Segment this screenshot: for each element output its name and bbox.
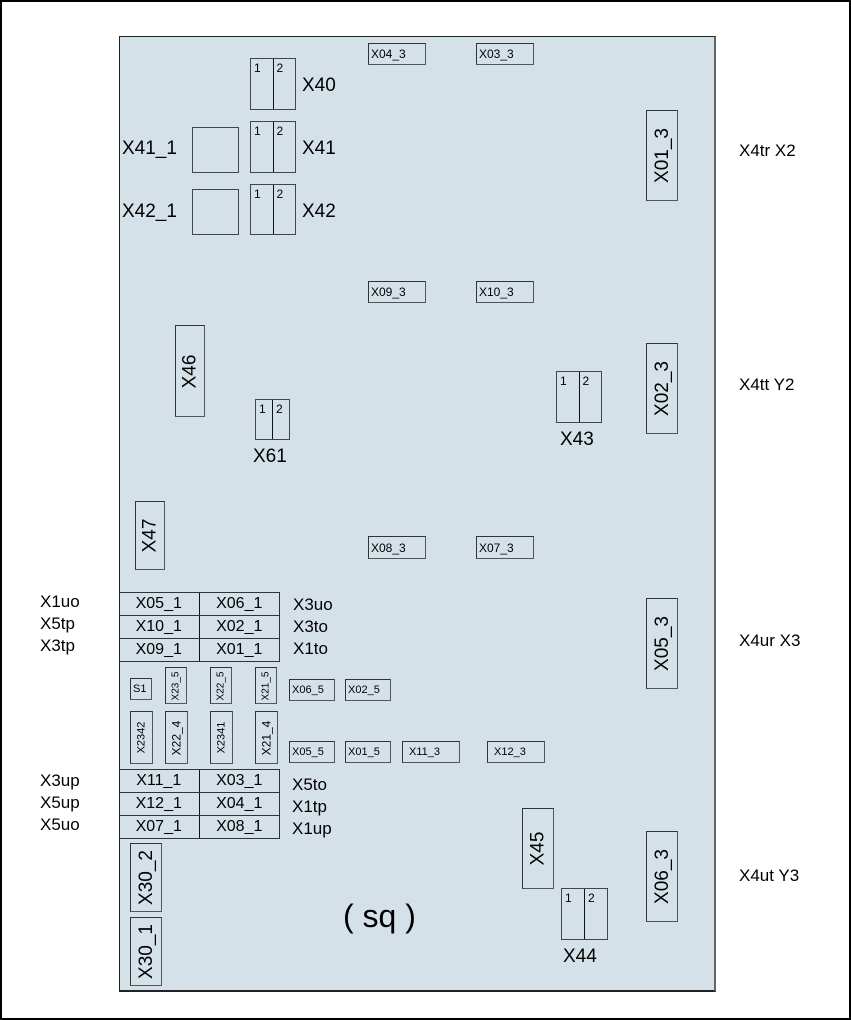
grid-row: X12_1 X04_1 (119, 792, 279, 815)
connector-x04-3: X04_3 (368, 43, 426, 65)
grid-row: X09_1 X01_1 (119, 638, 279, 662)
side-label-x4ur: X4ur X3 (739, 631, 801, 650)
grid-label-x3to: X3to (293, 617, 328, 636)
connector-grid-top: X05_1 X06_1 X10_1 X02_1 X09_1 X01_1 (119, 592, 280, 662)
connector-x43: 1 2 (556, 371, 602, 423)
side-label-x3up: X3up (40, 771, 80, 790)
square-x41-1 (192, 127, 239, 173)
label-x41-1: X41_1 (122, 138, 177, 159)
grid-row: X11_1 X03_1 (119, 769, 279, 792)
side-label-x4tr: X4tr X2 (739, 141, 796, 160)
square-x42-1 (192, 189, 239, 235)
connector-x02-3: X02_3 (646, 343, 678, 434)
connector-x61: 1 2 (255, 399, 290, 440)
connector-x08-3: X08_3 (368, 536, 426, 559)
connector-x02-5: X02_5 (345, 679, 391, 701)
connector-x05-3: X05_3 (646, 598, 678, 689)
side-label-x1uo: X1uo (40, 592, 80, 611)
grid-cell: X05_1 (135, 595, 182, 612)
connector-x46: X46 (175, 325, 205, 417)
connector-x10-3: X10_3 (476, 281, 534, 303)
grid-cell: X12_1 (135, 795, 182, 812)
connector-x11-3: X11_3 (402, 741, 460, 763)
connector-x22-5: X22_5 (210, 667, 232, 704)
connector-x22-4: X22_4 (165, 711, 188, 764)
side-label-x5up: X5up (40, 793, 80, 812)
connector-x09-3: X09_3 (368, 281, 426, 303)
side-label-x4tt: X4tt Y2 (739, 375, 795, 394)
grid-cell: X11_1 (136, 772, 182, 789)
side-label-x3tp: X3tp (40, 636, 75, 655)
label-x42-1: X42_1 (122, 201, 177, 222)
connector-x45: X45 (522, 808, 554, 889)
side-label-x5tp: X5tp (40, 614, 75, 633)
pin-1: 1 (565, 891, 572, 905)
pin-2: 2 (272, 185, 296, 234)
side-label-x5uo: X5uo (40, 815, 80, 834)
pin-2: 2 (272, 59, 296, 109)
grid-cell: X06_1 (198, 593, 280, 615)
connector-x40: 1 2 (250, 58, 296, 110)
grid-cell: X07_1 (135, 818, 182, 835)
label-x40: X40 (302, 75, 336, 96)
label-x42: X42 (302, 201, 336, 222)
grid-label-x5to: X5to (292, 775, 327, 794)
connector-x07-3: X07_3 (476, 536, 534, 559)
pin-1: 1 (254, 187, 261, 201)
connector-x01-5: X01_5 (345, 741, 391, 763)
grid-label-x1tp: X1tp (292, 797, 327, 816)
connector-x44: 1 2 (561, 888, 608, 940)
connector-x21-5: X21_5 (255, 667, 277, 704)
pin-1: 1 (254, 124, 261, 138)
connector-x2341: X2341 (210, 711, 233, 764)
pin-1: 1 (254, 61, 261, 75)
connector-x06-3: X06_3 (646, 831, 678, 922)
side-label-x4ut: X4ut Y3 (739, 866, 800, 885)
center-label: ( sq ) (343, 898, 416, 934)
switch-s1: S1 (130, 678, 152, 700)
grid-cell: X08_1 (198, 816, 280, 838)
grid-row: X10_1 X02_1 (119, 615, 279, 638)
label-x43: X43 (560, 429, 594, 450)
grid-cell: X09_1 (135, 641, 182, 658)
grid-cell: X04_1 (198, 793, 280, 815)
pin-2: 2 (584, 889, 607, 939)
connector-x30-2: X30_2 (130, 843, 162, 912)
pin-2: 2 (578, 372, 602, 422)
connector-x06-5: X06_5 (289, 679, 335, 701)
connector-x30-1: X30_1 (130, 917, 162, 986)
connector-grid-bottom: X11_1 X03_1 X12_1 X04_1 X07_1 X08_1 (119, 769, 280, 839)
connector-x05-5: X05_5 (289, 741, 335, 763)
label-x41: X41 (302, 138, 336, 159)
grid-row: X05_1 X06_1 (119, 592, 279, 615)
pin-2: 2 (272, 400, 289, 439)
grid-row: X07_1 X08_1 (119, 815, 279, 839)
pin-1: 1 (560, 374, 567, 388)
connector-x03-3: X03_3 (476, 43, 534, 65)
connector-x47: X47 (135, 501, 165, 570)
connector-x21-4: X21_4 (255, 711, 278, 764)
connector-x01-3: X01_3 (646, 110, 678, 201)
connector-x12-3: X12_3 (487, 741, 545, 763)
pin-1: 1 (259, 402, 266, 416)
board-outline (119, 36, 716, 992)
connector-x41: 1 2 (250, 121, 296, 173)
grid-label-x1to: X1to (293, 639, 328, 658)
grid-label-x1up: X1up (292, 819, 332, 838)
grid-label-x3uo: X3uo (293, 595, 333, 614)
grid-cell: X03_1 (198, 770, 280, 792)
pin-2: 2 (272, 122, 296, 172)
label-x61: X61 (253, 446, 287, 467)
label-x44: X44 (563, 946, 597, 967)
connector-x42: 1 2 (250, 184, 296, 235)
grid-cell: X10_1 (135, 618, 182, 635)
grid-cell: X01_1 (198, 639, 280, 661)
connector-x23-5: X23_5 (165, 667, 187, 704)
connector-x2342: X2342 (130, 711, 153, 764)
grid-cell: X02_1 (198, 616, 280, 638)
